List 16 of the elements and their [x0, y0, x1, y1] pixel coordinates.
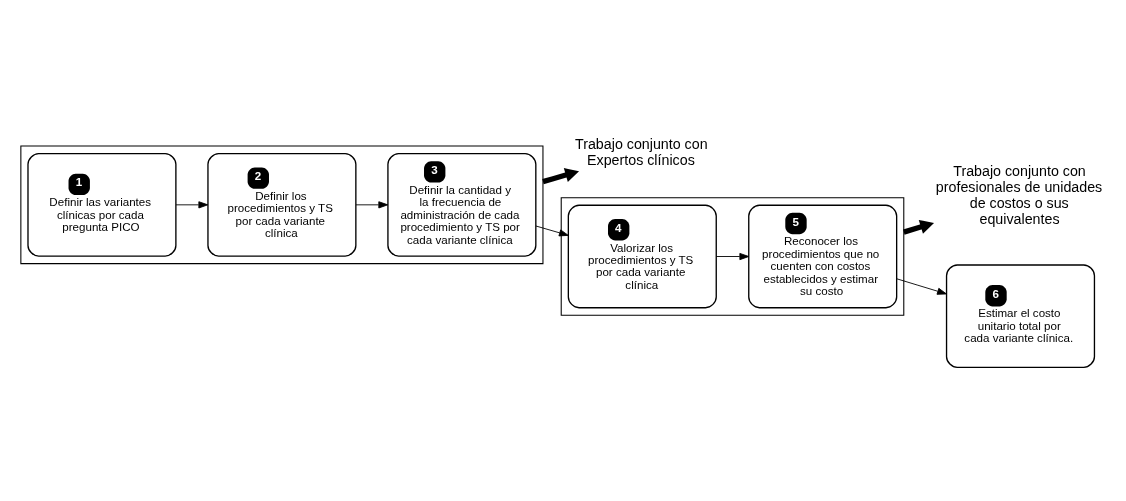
arrow — [903, 219, 935, 235]
node-box: 5 Reconocer los procedimientos que no cuenten con costos establecidos y estimar su costo — [748, 204, 898, 309]
arrow — [542, 168, 580, 185]
node-box: 2 Definir los procedimientos y TS por cada variante clínica — [207, 152, 357, 257]
node-box: 3 Definir la cantidad y la frecuencia de administración de cada procedimiento y TS por cada variante clínica — [387, 152, 537, 257]
cluster — [20, 145, 544, 265]
node-box: 4 Valorizar los procedimientos y TS por cada variante clínica — [567, 204, 717, 309]
node-box: 1 Definir las variantes clínicas por cada pregunta PICO — [27, 152, 177, 257]
arrow — [535, 225, 569, 237]
node-text: Trabajo conjunto con profesionales de unidades de costos o sus equivalentes — [935, 163, 1103, 228]
node-text: Trabajo conjunto con Expertos clínicos — [575, 135, 708, 168]
arrow — [175, 201, 209, 209]
node-box: 6 Estimar el costo unitario total por cada variante clínica. — [945, 264, 1096, 369]
arrow — [355, 201, 389, 209]
arrow — [896, 278, 947, 295]
arrow — [715, 252, 750, 261]
